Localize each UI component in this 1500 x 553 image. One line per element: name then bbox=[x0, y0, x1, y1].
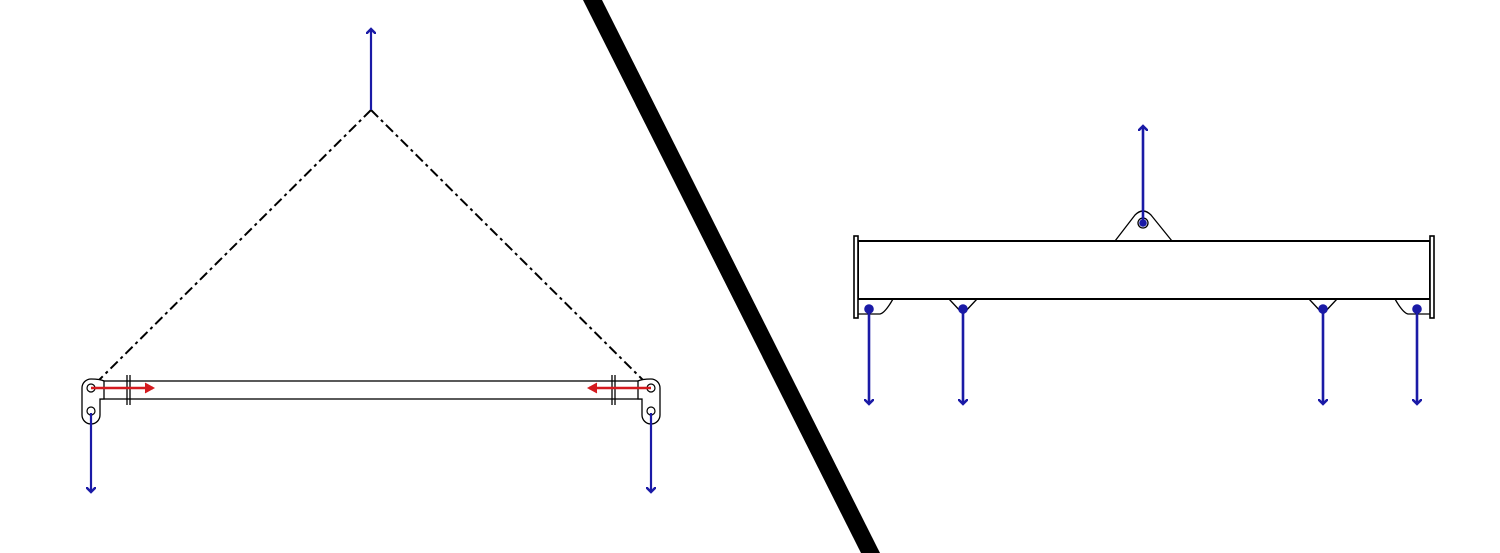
bottom-lugs bbox=[858, 298, 1430, 315]
compression-arrows bbox=[91, 382, 651, 394]
divider-stripe bbox=[583, 0, 880, 553]
sling-legs bbox=[90, 109, 652, 389]
lifting-beam-diagram bbox=[853, 126, 1435, 404]
end-plate-left bbox=[853, 235, 859, 319]
collar-left bbox=[126, 375, 131, 405]
end-lug-left bbox=[81, 378, 105, 425]
beam bbox=[857, 240, 1431, 300]
spreader-bar bbox=[94, 380, 648, 400]
end-lug-right bbox=[637, 378, 661, 425]
load-arrows-right bbox=[866, 126, 1421, 404]
end-plate-right bbox=[1429, 235, 1435, 319]
load-arrows-left bbox=[91, 29, 651, 492]
spreader-bar-diagram bbox=[81, 29, 661, 492]
collar-right bbox=[611, 375, 616, 405]
